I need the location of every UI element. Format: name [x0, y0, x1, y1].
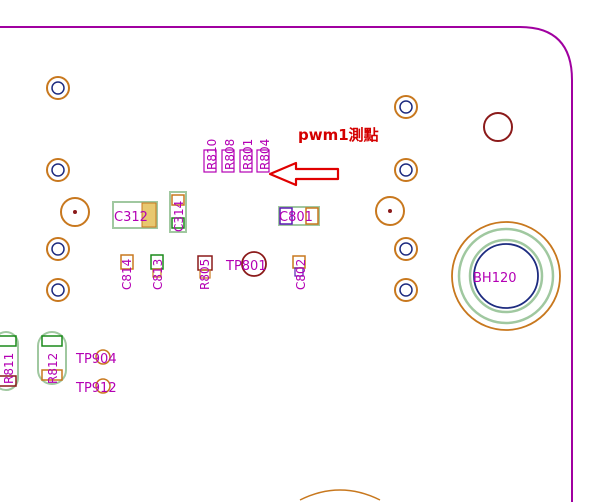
component-c814[interactable]: C814 — [120, 254, 134, 290]
annotation-text: pwm1測點 — [298, 126, 379, 144]
plated-hole[interactable] — [394, 278, 418, 302]
plated-hole[interactable] — [46, 76, 70, 100]
component-c802[interactable]: C802 — [292, 255, 308, 290]
annotation-arrow — [268, 161, 340, 187]
bottom-arc — [299, 489, 381, 501]
label-c314: C314 — [172, 201, 186, 232]
label-r805: R805 — [198, 259, 212, 290]
component-r801[interactable]: R801 — [239, 139, 255, 173]
label-r810: R810 — [205, 139, 219, 170]
component-tp912[interactable]: TP912 — [75, 378, 117, 396]
resistor-group-top: R810 R808 R801 R804 — [203, 139, 272, 173]
plated-hole[interactable] — [394, 158, 418, 182]
label-r801: R801 — [241, 139, 255, 170]
label-bh120: BH120 — [473, 271, 517, 286]
right-hole-column — [394, 95, 418, 302]
label-tp801: TP801 — [225, 259, 267, 274]
mount-hole-bh120[interactable]: BH120 — [451, 221, 561, 331]
label-tp912: TP912 — [75, 381, 117, 396]
label-c312: C312 — [114, 210, 148, 225]
component-c801[interactable]: C801 — [278, 206, 320, 226]
plated-hole[interactable] — [394, 95, 418, 119]
label-c814: C814 — [120, 259, 134, 290]
plated-hole[interactable] — [46, 278, 70, 302]
component-r810[interactable]: R810 — [203, 139, 219, 173]
component-c314[interactable]: C314 — [169, 191, 187, 233]
label-r808: R808 — [223, 139, 237, 170]
mount-hole-left[interactable] — [60, 197, 90, 227]
component-r805[interactable]: R805 — [197, 255, 213, 290]
plated-hole[interactable] — [394, 237, 418, 261]
component-tp801[interactable]: TP801 — [225, 251, 267, 277]
label-tp904: TP904 — [75, 352, 117, 367]
component-tp904[interactable]: TP904 — [75, 349, 117, 367]
component-r804[interactable]: R804 — [256, 139, 272, 173]
via-ring[interactable] — [483, 112, 513, 142]
plated-hole[interactable] — [46, 158, 70, 182]
label-c802: C802 — [294, 259, 308, 290]
label-r811: R811 — [2, 353, 16, 384]
component-c813[interactable]: C813 — [150, 254, 165, 290]
component-r811[interactable]: R811 — [0, 331, 19, 391]
board-outline — [0, 26, 573, 502]
label-c813: C813 — [151, 259, 165, 290]
label-c801: C801 — [279, 210, 313, 225]
component-c312[interactable]: C312 — [112, 201, 158, 229]
label-r812: R812 — [46, 353, 60, 384]
component-r808[interactable]: R808 — [221, 139, 237, 173]
label-r804: R804 — [258, 139, 272, 170]
component-r812[interactable]: R812 — [37, 331, 67, 385]
plated-hole[interactable] — [46, 237, 70, 261]
left-hole-column — [46, 76, 70, 302]
mount-hole-right[interactable] — [375, 196, 405, 226]
